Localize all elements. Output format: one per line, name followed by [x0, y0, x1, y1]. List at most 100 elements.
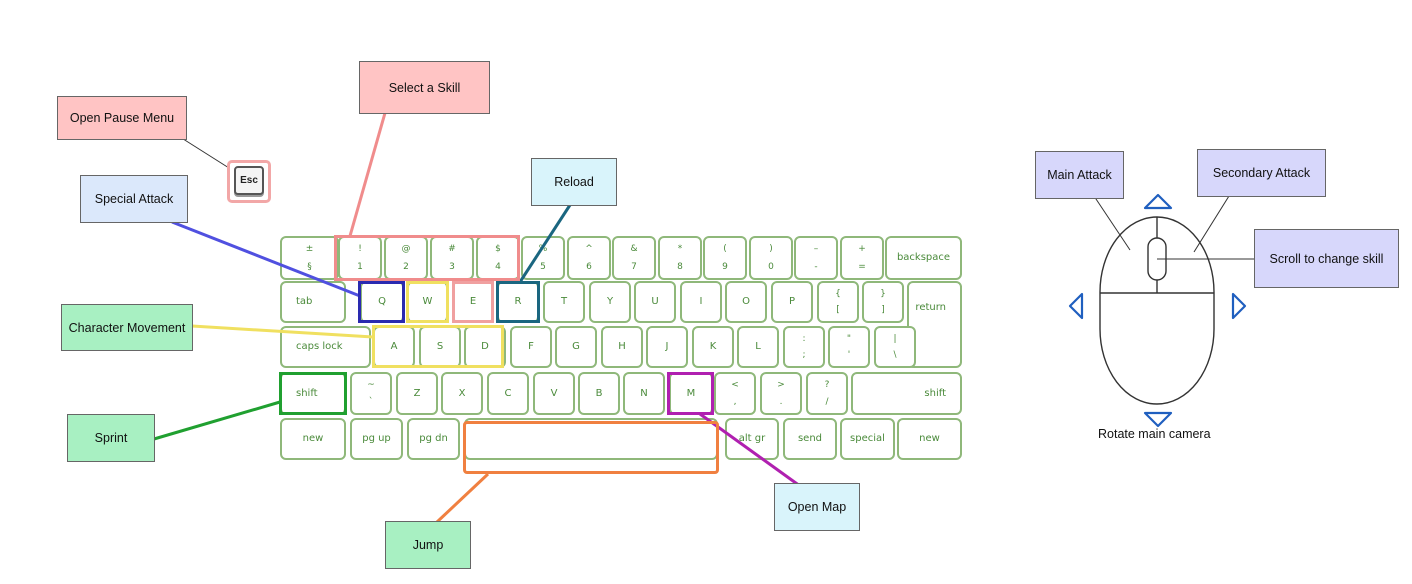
key-lower-label: 4 — [495, 262, 501, 272]
label-select-skill: Select a Skill — [359, 61, 490, 114]
key-lower-label: - — [814, 262, 818, 272]
key-label: shift — [924, 387, 946, 399]
highlight-asd — [372, 325, 504, 368]
key-lower-label: , — [733, 397, 737, 407]
highlight-e — [452, 281, 494, 323]
key-row5-1: pg up — [350, 418, 403, 460]
key-lower-label: ' — [847, 350, 851, 360]
key-label: pg dn — [419, 433, 448, 444]
key-label: G — [572, 341, 580, 352]
key-label: Y — [606, 296, 614, 307]
key-upper-label: % — [538, 244, 548, 254]
key-label: caps lock — [296, 341, 343, 352]
key-row4-7: N — [623, 372, 665, 415]
key-label: shift — [296, 387, 318, 399]
key-row5-2: pg dn — [407, 418, 460, 460]
key-label: send — [797, 433, 823, 444]
key-row1-0: ±§ — [280, 236, 339, 280]
key-label: N — [640, 387, 648, 399]
key-label: alt gr — [738, 433, 766, 444]
key-row4-9: <, — [714, 372, 756, 415]
key-row3-11: "' — [828, 326, 870, 368]
key-row2-12: }] — [862, 281, 904, 323]
label-secondary-attack: Secondary Attack — [1197, 149, 1326, 197]
key-row5-0: new — [280, 418, 346, 460]
highlight-r — [496, 281, 540, 323]
key-lower-label: 5 — [540, 262, 546, 272]
key-row2-5: T — [543, 281, 585, 323]
key-upper-label: ( — [723, 244, 727, 254]
key-row3-4: F — [510, 326, 552, 368]
key-lower-label: ] — [881, 305, 885, 315]
key-row5-5: send — [783, 418, 837, 460]
key-row2-10: P — [771, 281, 813, 323]
highlight-q — [358, 281, 405, 323]
key-row3-9: L — [737, 326, 779, 368]
key-row2-9: O — [725, 281, 767, 323]
key-label: backspace — [896, 252, 951, 263]
key-row4-3: X — [441, 372, 483, 415]
key-row2-7: U — [634, 281, 676, 323]
key-upper-label: ^ — [585, 244, 593, 254]
key-label: R — [514, 296, 522, 307]
key-label: new — [919, 433, 940, 444]
key-row5-7: new — [897, 418, 962, 460]
key-label: H — [618, 341, 626, 352]
key-lower-label: ` — [368, 397, 374, 407]
label-main-attack: Main Attack — [1035, 151, 1124, 199]
key-label: L — [755, 341, 761, 352]
highlight-space — [463, 421, 719, 474]
key-label: I — [699, 296, 703, 307]
key-row4-12: shift — [851, 372, 962, 415]
key-lower-label: 0 — [768, 262, 774, 272]
key-upper-label: @ — [401, 244, 411, 254]
key-label: S — [436, 341, 444, 352]
key-label: C — [504, 387, 512, 399]
key-label: T — [560, 296, 568, 307]
key-lower-label: \ — [893, 350, 897, 360]
key-lower-label: 9 — [722, 262, 728, 272]
key-label: tab — [296, 296, 313, 307]
key-label: O — [742, 296, 750, 307]
key-row5-6: special — [840, 418, 895, 460]
key-label: new — [302, 433, 324, 444]
key-label: X — [458, 387, 466, 399]
key-label: K — [709, 341, 717, 352]
key-row4-10: >. — [760, 372, 802, 415]
key-label: J — [665, 341, 669, 352]
key-lower-label: [ — [836, 305, 840, 315]
key-row2-11: {[ — [817, 281, 859, 323]
key-row1-11: –- — [794, 236, 838, 280]
label-scroll-skill: Scroll to change skill — [1254, 229, 1399, 288]
key-label: Q — [378, 296, 386, 307]
key-upper-label: & — [630, 244, 638, 254]
key-row3-10: :; — [783, 326, 825, 368]
key-row4-11: ?/ — [806, 372, 848, 415]
key-row3-8: K — [692, 326, 734, 368]
key-row4-4: C — [487, 372, 529, 415]
key-label: P — [788, 296, 796, 307]
key-upper-label: ~ — [367, 380, 375, 390]
key-row4-5: V — [533, 372, 575, 415]
key-label: return — [915, 302, 946, 313]
key-upper-label: | — [893, 334, 897, 344]
key-row2-0: tab — [280, 281, 346, 323]
key-row5-4: alt gr — [725, 418, 779, 460]
key-label: Z — [413, 387, 421, 399]
label-pause-menu: Open Pause Menu — [57, 96, 187, 140]
key-row1-5: %5 — [521, 236, 565, 280]
key-upper-label: $ — [495, 244, 501, 254]
key-upper-label: { — [835, 289, 841, 299]
key-row2-8: I — [680, 281, 722, 323]
key-lower-label: § — [307, 262, 312, 272]
key-upper-label: } — [880, 289, 886, 299]
key-label: U — [651, 296, 659, 307]
highlight-skill-keys — [334, 235, 520, 281]
key-row1-13: backspace — [885, 236, 962, 280]
highlight-shift — [279, 372, 347, 415]
key-upper-label: : — [802, 334, 806, 344]
key-row4-2: Z — [396, 372, 438, 415]
key-row1-10: )0 — [749, 236, 793, 280]
key-upper-label: ? — [824, 380, 830, 390]
